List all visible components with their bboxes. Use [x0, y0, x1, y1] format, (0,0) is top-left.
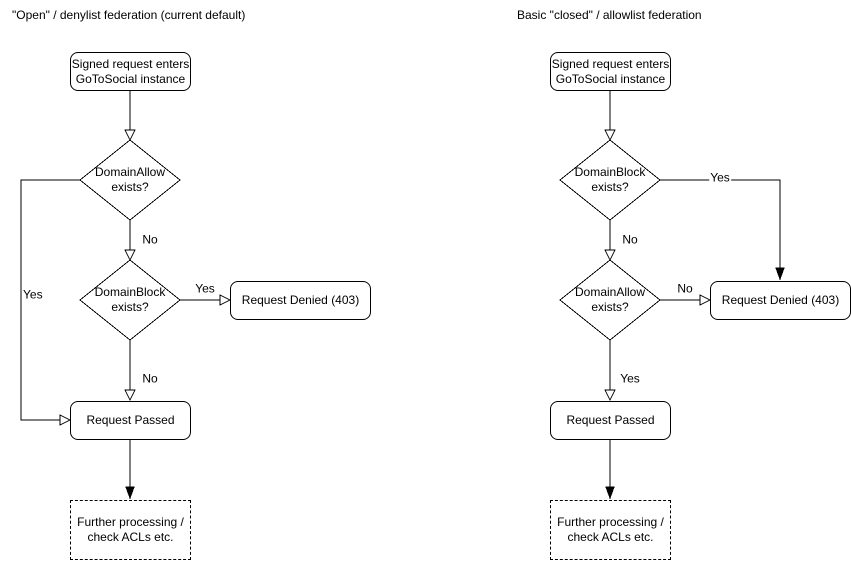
- right-arrowhead-further: [605, 486, 615, 500]
- right-further-processing-node: Further processing / check ACLs etc.: [550, 500, 671, 560]
- right-arrowhead-decision2: [604, 249, 616, 262]
- left-diagram-title: "Open" / denylist federation (current de…: [12, 8, 246, 22]
- right-decision2-no-label: No: [676, 281, 694, 296]
- right-arrowhead-passed: [604, 389, 616, 402]
- right-passed-node: Request Passed: [550, 401, 671, 440]
- left-arrowhead-further: [125, 486, 135, 500]
- right-decision1-yes-label: Yes: [709, 170, 731, 185]
- left-decision2-diamond: [79, 259, 181, 341]
- left-edge-yes-loop: [20, 179, 80, 421]
- left-arrowhead-yes-loop: [59, 414, 72, 426]
- right-arrowhead-decision1: [604, 129, 616, 142]
- left-decision1-yes-label: Yes: [22, 287, 44, 302]
- right-denied-node: Request Denied (403): [710, 281, 851, 320]
- left-denied-node: Request Denied (403): [230, 281, 371, 320]
- right-edge-yes-to-denied: [660, 179, 781, 268]
- left-decision2-yes-label: Yes: [194, 281, 216, 296]
- right-arrowhead-denied-left: [699, 294, 712, 306]
- right-diagram-title: Basic "closed" / allowlist federation: [517, 8, 702, 22]
- right-decision1-no-label: No: [621, 232, 639, 247]
- right-start-node: Signed request enters GoToSocial instanc…: [550, 52, 671, 91]
- left-start-node: Signed request enters GoToSocial instanc…: [70, 52, 191, 91]
- right-arrowhead-denied-top: [775, 267, 785, 281]
- left-arrowhead-passed: [124, 389, 136, 402]
- left-decision1-no-label: No: [141, 232, 159, 247]
- right-decision2-yes-label: Yes: [619, 371, 641, 386]
- left-further-processing-node: Further processing / check ACLs etc.: [70, 500, 191, 560]
- right-decision1-diamond: [559, 139, 661, 221]
- left-passed-node: Request Passed: [70, 401, 191, 440]
- left-arrowhead-decision1: [124, 129, 136, 142]
- left-decision2-no-label: No: [141, 371, 159, 386]
- left-decision1-diamond: [79, 139, 181, 221]
- right-decision2-diamond: [559, 259, 661, 341]
- left-arrowhead-denied: [219, 294, 232, 306]
- left-arrowhead-decision2: [124, 249, 136, 262]
